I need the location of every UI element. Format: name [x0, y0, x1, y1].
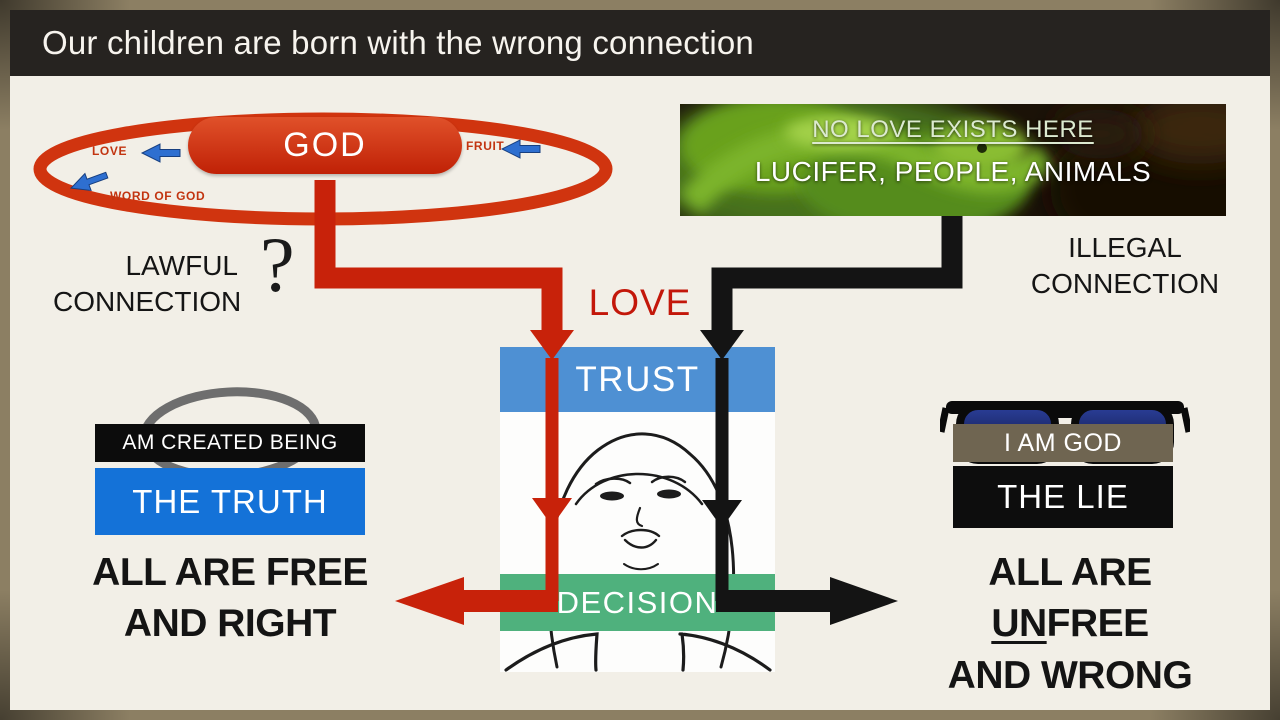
question-mark: ? [260, 221, 295, 308]
snake-image [680, 104, 1226, 216]
god-node: GOD [188, 117, 462, 174]
love-flow-label: LOVE [588, 282, 692, 323]
the-lie-bar: THE LIE [953, 466, 1173, 528]
lawful-connection-label: LAWFUL CONNECTION [53, 250, 242, 318]
loop-flow-arrow-icons [70, 139, 541, 192]
trust-bar: TRUST [500, 347, 775, 412]
no-love-heading: NO LOVE EXISTS HERE [812, 116, 1094, 143]
loop-label-word-of-god: WORD OF GOD [110, 189, 206, 203]
god-loop-group: GOD LOVE FRUIT WORD OF GOD [30, 105, 620, 235]
the-truth-bar: THE TRUTH [95, 468, 365, 535]
trust-label: TRUST [575, 359, 700, 399]
loop-label-fruit: FRUIT [466, 139, 505, 153]
child-illustration [500, 412, 775, 672]
slide-canvas: Our children are born with the wrong con… [10, 10, 1270, 710]
loop-label-love: LOVE [92, 144, 128, 158]
created-being-bar: AM CREATED BEING [95, 424, 365, 462]
slide-header: Our children are born with the wrong con… [10, 10, 1270, 76]
lie-outcome-text: ALL ARE UNFREE AND WRONG [947, 551, 1193, 697]
snake-photo-panel: NO LOVE EXISTS HERE LUCIFER, PEOPLE, ANI… [680, 104, 1226, 216]
i-am-god-bar: I AM GOD [953, 424, 1173, 462]
illegal-connection-label: ILLEGAL CONNECTION [1030, 232, 1220, 300]
truth-outcome-text: ALL ARE FREE AND RIGHT [92, 551, 368, 646]
slide-title: Our children are born with the wrong con… [42, 24, 754, 61]
lucifer-people-animals-label: LUCIFER, PEOPLE, ANIMALS [754, 156, 1152, 187]
god-label: GOD [283, 126, 367, 164]
underlined-un: UN [991, 602, 1047, 646]
child-face-art [504, 432, 772, 672]
decision-bar: DECISION [500, 574, 775, 631]
decision-label: DECISION [556, 584, 719, 620]
